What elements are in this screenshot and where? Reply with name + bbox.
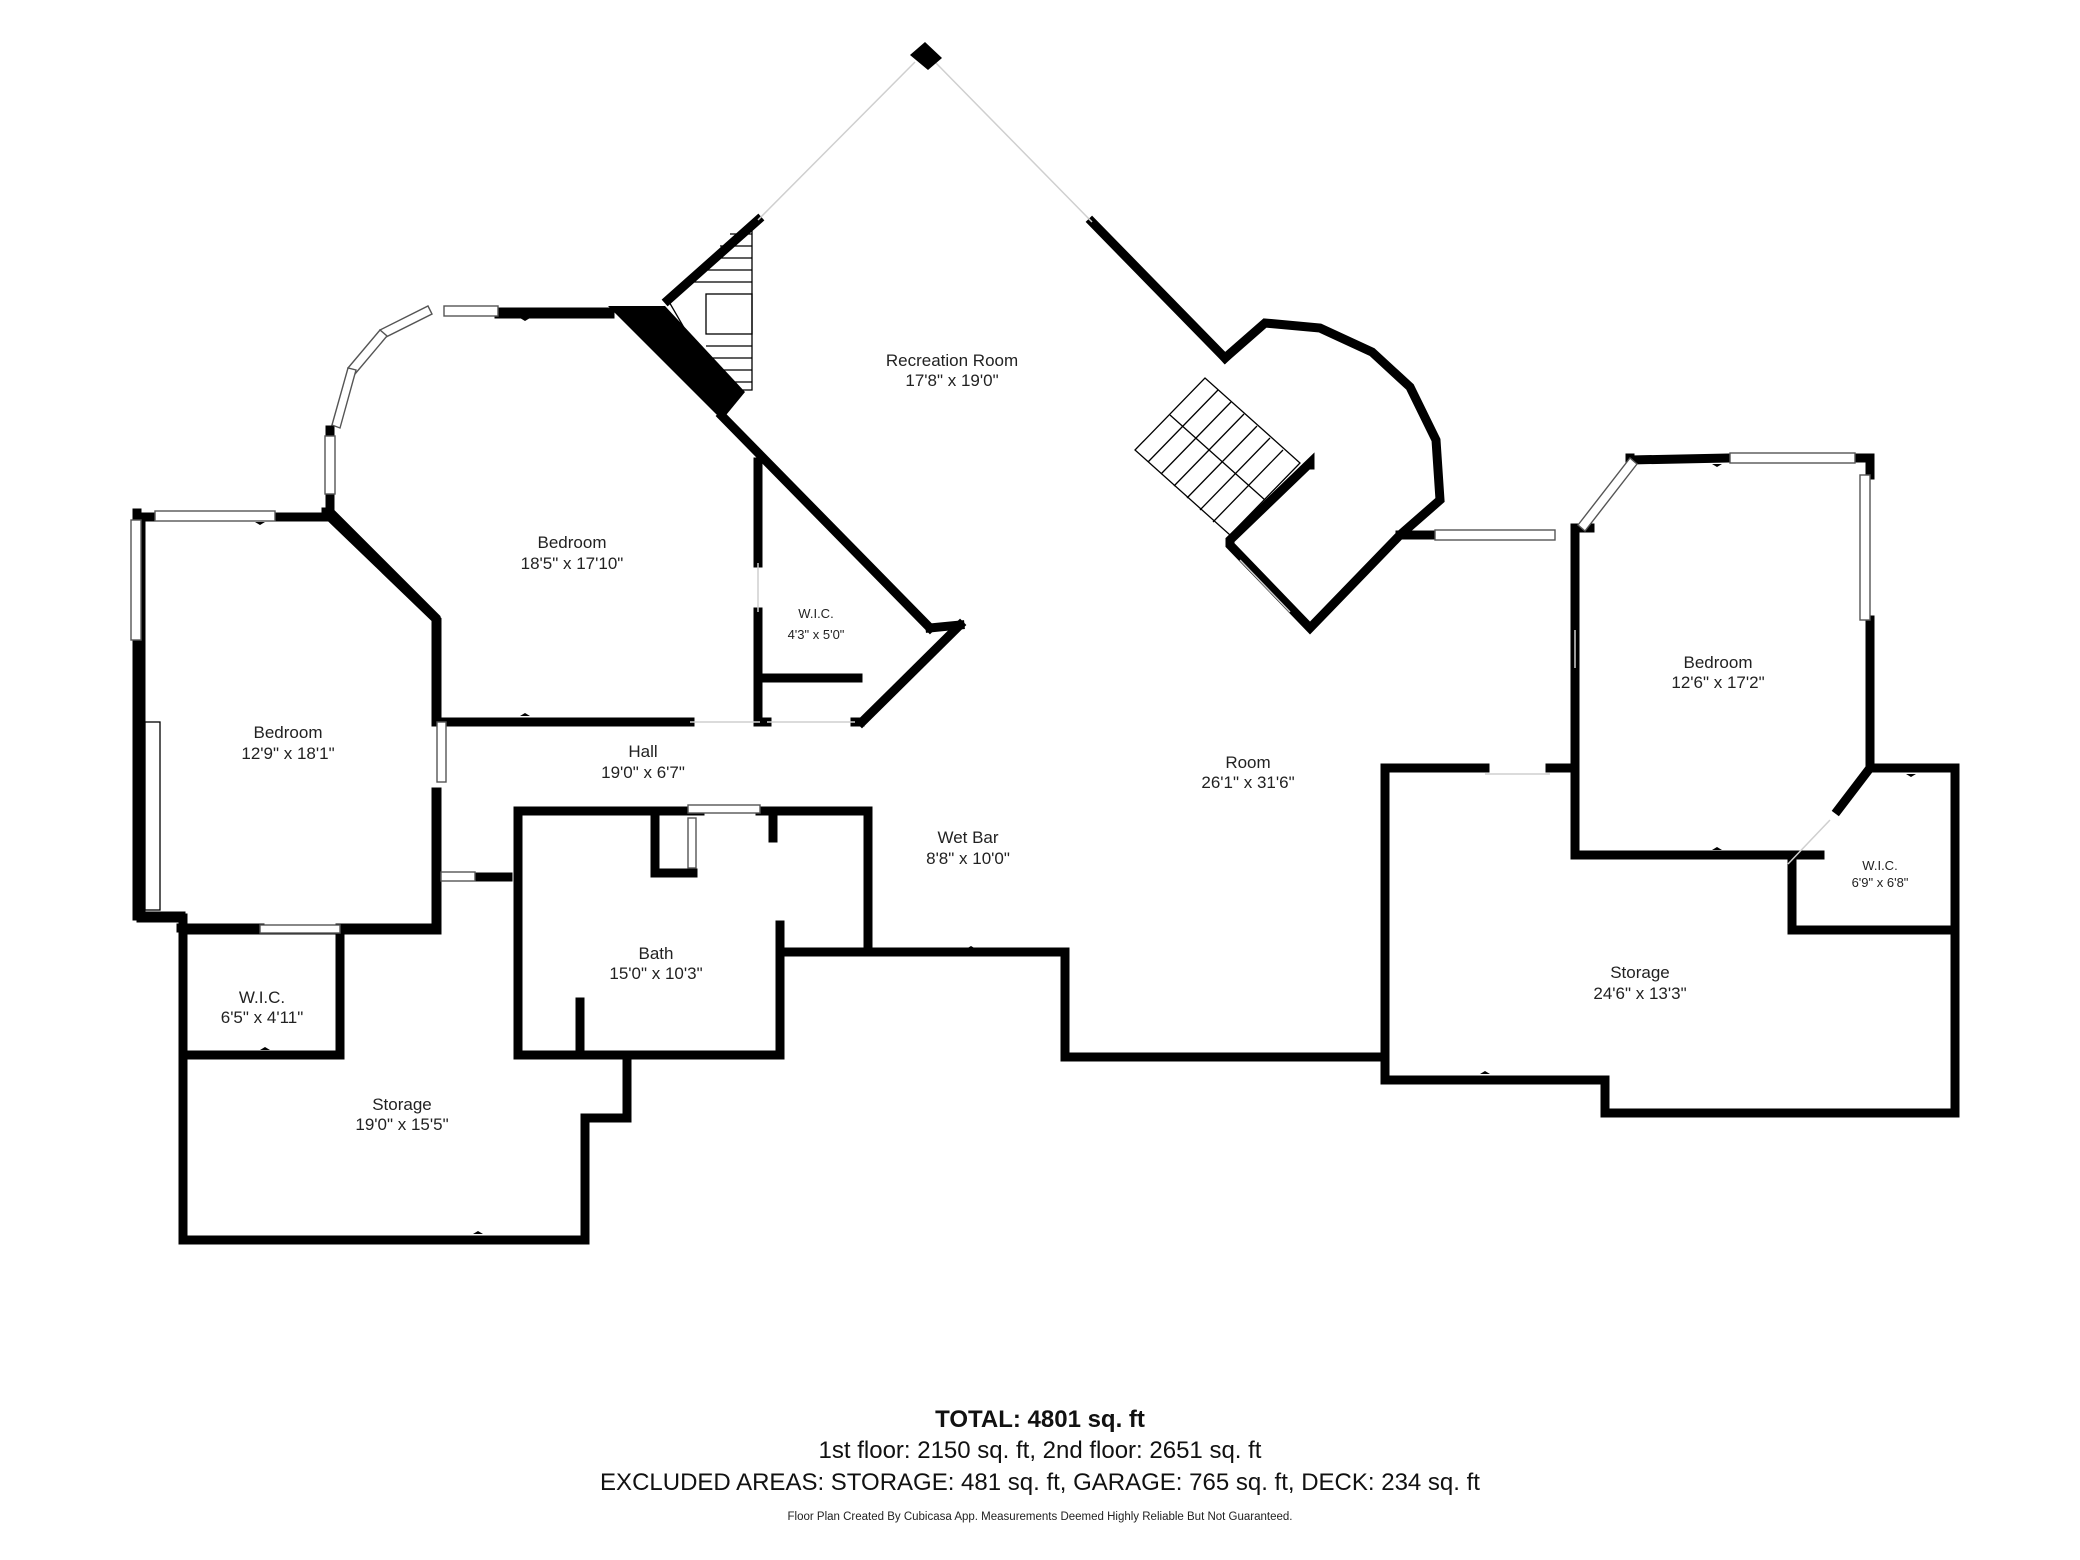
wet-bar-dims: 8'8" x 10'0" bbox=[926, 849, 1010, 868]
bath-dims: 15'0" x 10'3" bbox=[609, 964, 702, 983]
hall-name: Hall bbox=[628, 742, 657, 761]
recreation-room-dims: 17'8" x 19'0" bbox=[905, 371, 998, 390]
glass-edges bbox=[690, 61, 1831, 865]
storage-right-dims: 24'6" x 13'3" bbox=[1593, 984, 1686, 1003]
corner-marker bbox=[910, 42, 942, 70]
stairs-left bbox=[667, 220, 753, 391]
bath-name: Bath bbox=[639, 944, 674, 963]
wic-center-name: W.I.C. bbox=[798, 606, 833, 621]
bedroom-left-dims: 12'9" x 18'1" bbox=[241, 744, 334, 763]
total-area: TOTAL: 4801 sq. ft bbox=[935, 1406, 1145, 1433]
bedroom-center-name: Bedroom bbox=[538, 533, 607, 552]
wic-center-dims: 4'3" x 5'0" bbox=[788, 627, 845, 642]
hall-dims: 19'0" x 6'7" bbox=[601, 763, 685, 782]
wet-bar-name: Wet Bar bbox=[937, 828, 998, 847]
room-name: Room bbox=[1225, 753, 1270, 772]
bedroom-center-dims: 18'5" x 17'10" bbox=[521, 554, 624, 573]
bedroom-left-name: Bedroom bbox=[254, 723, 323, 742]
recreation-room-name: Recreation Room bbox=[886, 351, 1018, 370]
fireplace-wall bbox=[608, 306, 745, 420]
dimension-markers bbox=[255, 318, 1916, 1234]
wic-left-name: W.I.C. bbox=[239, 988, 285, 1007]
floor-areas: 1st floor: 2150 sq. ft, 2nd floor: 2651 … bbox=[818, 1437, 1262, 1464]
windows bbox=[130, 305, 1871, 934]
bedroom-right-dims: 12'6" x 17'2" bbox=[1671, 673, 1764, 692]
room-dims: 26'1" x 31'6" bbox=[1201, 773, 1294, 792]
storage-left-name: Storage bbox=[372, 1095, 432, 1114]
area-summary: TOTAL: 4801 sq. ft 1st floor: 2150 sq. f… bbox=[0, 1405, 2080, 1523]
excluded-areas: EXCLUDED AREAS: STORAGE: 481 sq. ft, GAR… bbox=[600, 1469, 1480, 1496]
wic-right-name: W.I.C. bbox=[1862, 858, 1897, 873]
storage-right-name: Storage bbox=[1610, 963, 1670, 982]
credit-note: Floor Plan Created By Cubicasa App. Meas… bbox=[787, 1511, 1293, 1523]
walls bbox=[136, 213, 1960, 1245]
closet-rail bbox=[144, 721, 161, 911]
bedroom-right-name: Bedroom bbox=[1684, 653, 1753, 672]
room-labels: Recreation Room 17'8" x 19'0" Bedroom 18… bbox=[221, 351, 1909, 1134]
storage-left-dims: 19'0" x 15'5" bbox=[355, 1115, 448, 1134]
wic-right-dims: 6'9" x 6'8" bbox=[1852, 875, 1909, 890]
stairs-right bbox=[1134, 377, 1301, 536]
wic-left-dims: 6'5" x 4'11" bbox=[221, 1008, 304, 1027]
